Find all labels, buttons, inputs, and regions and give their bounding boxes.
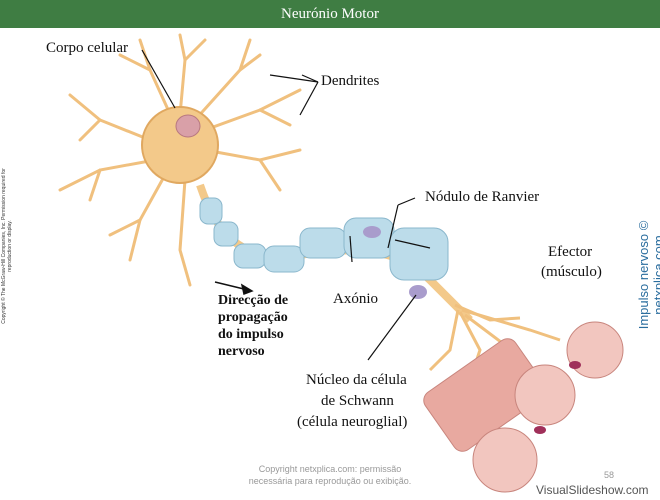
- slide-title: Neurónio Motor: [0, 0, 660, 28]
- label-direccao-2: propagação: [218, 310, 288, 325]
- muscle-drawing: [423, 321, 624, 493]
- dendrites-drawing: [58, 33, 302, 287]
- page-number: 58: [604, 470, 615, 480]
- label-nucleo-2: de Schwann: [321, 393, 394, 409]
- label-dendrites: Dendrites: [321, 73, 380, 89]
- copyright-line-2: necessária para reprodução ou exibição.: [248, 476, 412, 486]
- netxplica-vertical: Impulso nervoso © netxplica.com: [636, 220, 660, 330]
- axon-drawing: [196, 183, 473, 323]
- label-efector: Efector: [548, 244, 593, 260]
- label-nucleo-3: (célula neuroglial): [297, 414, 408, 430]
- copyright-note: Copyright netxplica.com: permissão neces…: [230, 463, 430, 487]
- direction-arrow: [214, 281, 254, 296]
- copyright-vertical: Copyright © The McGraw-Hill Companies, I…: [1, 168, 13, 324]
- label-axonio: Axónio: [333, 291, 378, 307]
- label-corpo-celular: Corpo celular: [46, 40, 129, 56]
- label-direccao-3: do impulso: [218, 327, 284, 342]
- label-nodulo-ranvier: Nódulo de Ranvier: [425, 189, 540, 205]
- watermark: VisualSlideshow.com: [536, 483, 649, 497]
- copyright-line-1: Copyright netxplica.com: permissão: [258, 464, 402, 474]
- label-nucleo-1: Núcleo da célula: [306, 372, 407, 388]
- label-efector-musculo: (músculo): [541, 264, 602, 280]
- label-direccao-1: Direcção de: [218, 293, 289, 308]
- label-lines: [141, 49, 431, 361]
- label-direccao-4: nervoso: [218, 344, 265, 359]
